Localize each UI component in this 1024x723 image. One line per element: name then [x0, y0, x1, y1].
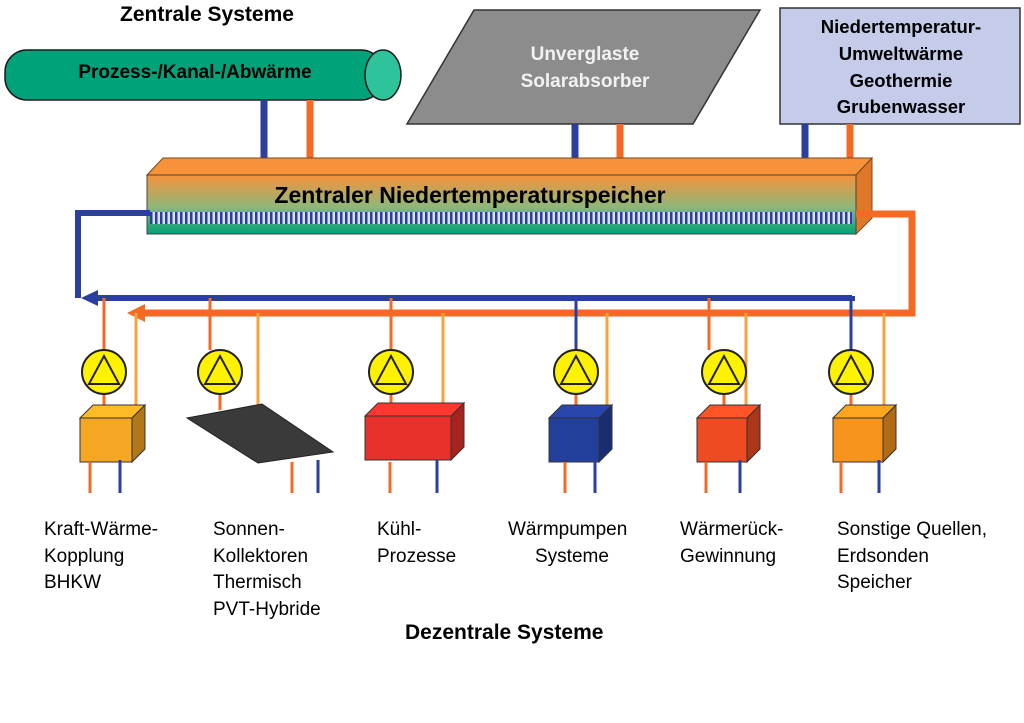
storage-label: Zentraler Niedertemperaturspeicher — [274, 182, 666, 208]
system-label-line: Kopplung — [44, 545, 125, 567]
system-label-line: Systeme — [535, 545, 609, 567]
system-label-line: Prozesse — [377, 545, 457, 567]
unit-front-face — [364, 415, 452, 461]
pump-triangle-shape — [559, 353, 593, 385]
system-label-line: PVT-Hybride — [213, 598, 321, 620]
system-label-line: Speicher — [837, 572, 912, 594]
cold-arrow-head — [81, 290, 98, 306]
unit-front-face — [696, 417, 748, 463]
system-label-solar-collectors: Sonnen- Kollektoren Thermisch PVT-Hybrid… — [213, 517, 321, 623]
solar-label-line: Solarabsorber — [520, 70, 650, 92]
waste-heat-label: Prozess-/Kanal-/Abwärme — [78, 62, 312, 83]
system-label-other-sources: Sonstige Quellen, Erdsonden Speicher — [837, 517, 987, 597]
system-unit-heat-recovery — [695, 298, 762, 493]
system-label-line: Gewinnung — [680, 545, 777, 567]
decentral-systems — [78, 298, 898, 493]
system-label-line: Thermisch — [213, 572, 302, 594]
cold-left-return — [75, 210, 150, 298]
pump-triangle-shape — [834, 353, 868, 385]
system-unit-chp — [78, 298, 147, 493]
system-label-line: Sonstige Quellen, — [837, 519, 987, 540]
system-unit-other-sources — [828, 298, 898, 493]
geo-label-line: Grubenwasser — [836, 96, 966, 118]
system-label-line: BHKW — [44, 572, 101, 594]
geothermal-label: Niedertemperatur- Umweltwärme Geothermie… — [782, 14, 1020, 121]
source-feed-lines — [260, 100, 854, 158]
system-unit-solar-collectors — [185, 298, 335, 493]
system-label-heat-pumps: Wärmpumpen Systeme — [508, 517, 627, 570]
unit-front-face — [832, 417, 884, 463]
system-label-line: Wärmerück- — [680, 519, 784, 540]
geo-label-line: Geothermie — [849, 69, 953, 91]
unit-front-face — [79, 417, 133, 463]
solar-absorber-panel — [405, 9, 762, 125]
unit-front-face — [548, 417, 600, 463]
solar-collector-panel — [185, 403, 335, 464]
system-label-line: Kraft-Wärme- — [44, 519, 158, 540]
central-systems-title: Zentrale Systeme — [120, 3, 294, 26]
warm-supply-loop — [140, 210, 916, 317]
cold-return-loop — [95, 295, 855, 301]
system-unit-cooling — [363, 298, 466, 493]
unit-top-face — [363, 402, 466, 417]
decentral-systems-title: Dezentrale Systeme — [405, 621, 604, 644]
pump-triangle-shape — [707, 353, 741, 385]
system-label-cooling: Kühl- Prozesse — [377, 517, 456, 570]
system-label-line: Erdsonden — [837, 545, 929, 567]
pump-triangle-shape — [87, 353, 121, 385]
pump-triangle-shape — [374, 353, 408, 385]
system-label-line: Wärmpumpen — [508, 519, 628, 540]
system-unit-heat-pumps — [547, 298, 614, 493]
pump-triangle-shape — [203, 353, 237, 385]
solar-absorber-label: Unverglaste Solarabsorber — [470, 42, 700, 95]
system-label-heat-recovery: Wärmerück- Gewinnung — [680, 517, 783, 570]
system-label-line: Kühl- — [377, 519, 422, 540]
geothermal-box — [779, 7, 1021, 125]
waste-heat-pipe — [4, 49, 402, 101]
system-label-line: Kollektoren — [213, 545, 309, 567]
system-label-chp: Kraft-Wärme- Kopplung BHKW — [44, 517, 158, 597]
geo-label-line: Niedertemperatur- — [820, 16, 982, 37]
geo-label-line: Umweltwärme — [838, 42, 964, 64]
system-label-line: Sonnen- — [213, 519, 285, 540]
solar-label-line: Unverglaste — [530, 44, 640, 65]
